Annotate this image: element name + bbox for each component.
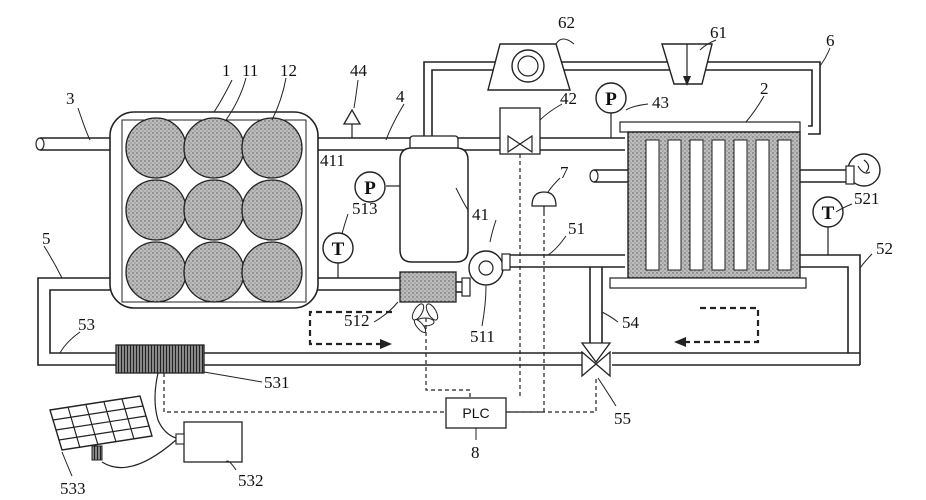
label-3: 3 [66, 89, 75, 108]
solar-panel-533 [50, 396, 176, 468]
plc-label: PLC [462, 405, 489, 421]
pressure-gauge-411: P [355, 172, 385, 202]
pipe-3 [36, 138, 110, 150]
label-52: 52 [876, 239, 893, 258]
pipe-52 [800, 255, 860, 365]
pipe-53 [204, 353, 860, 365]
heat-exchanger-2 [610, 122, 806, 288]
label-512: 512 [344, 311, 370, 330]
plc-controller-8: PLC [446, 398, 506, 428]
cell [184, 180, 244, 240]
cell [126, 180, 186, 240]
flow-arrow-right [674, 308, 758, 347]
label-53: 53 [78, 315, 95, 334]
cell [184, 118, 244, 178]
blower-62 [488, 44, 570, 90]
valve-box-42 [500, 108, 540, 154]
cell [242, 242, 302, 302]
label-4: 4 [396, 87, 405, 106]
fin-array [646, 140, 791, 270]
pipe-5 [38, 278, 116, 365]
three-way-valve-55 [582, 343, 610, 376]
label-513: 513 [352, 199, 378, 218]
pressure-symbol: P [364, 178, 376, 199]
side-fan-icon [846, 154, 880, 186]
label-531: 531 [264, 373, 290, 392]
label-411: 411 [320, 151, 345, 170]
sensor-7 [532, 192, 556, 212]
label-2: 2 [760, 79, 769, 98]
pipe-51 [505, 255, 625, 267]
label-51: 51 [568, 219, 585, 238]
radiator-531 [116, 345, 204, 373]
label-55: 55 [614, 409, 631, 428]
label-12: 12 [280, 61, 297, 80]
pressure-symbol: P [605, 89, 617, 110]
label-7: 7 [560, 163, 569, 182]
fan-icon [410, 302, 440, 334]
label-44: 44 [350, 61, 368, 80]
label-43: 43 [652, 93, 669, 112]
separator-tank-41 [386, 136, 468, 262]
controller-532 [176, 422, 242, 462]
label-1: 1 [222, 61, 231, 80]
label-511: 511 [470, 327, 495, 346]
filter-61 [662, 44, 712, 86]
temperature-symbol: T [822, 203, 835, 224]
tank-1 [110, 112, 318, 308]
pipe-4 [318, 138, 625, 150]
temperature-sensor-521: T [813, 197, 843, 255]
label-533: 533 [60, 479, 86, 498]
label-532: 532 [238, 471, 264, 490]
label-61: 61 [710, 23, 727, 42]
relief-vent-44 [344, 110, 360, 138]
cell-array [126, 118, 302, 302]
cooler-512 [400, 272, 456, 302]
cell [184, 242, 244, 302]
cell [242, 180, 302, 240]
label-11: 11 [242, 61, 258, 80]
cell [242, 118, 302, 178]
label-42: 42 [560, 89, 577, 108]
cable [155, 373, 176, 438]
pipe-54 [590, 267, 602, 345]
label-62: 62 [558, 13, 575, 32]
cell [126, 118, 186, 178]
label-54: 54 [622, 313, 640, 332]
label-8: 8 [471, 443, 480, 462]
label-5: 5 [42, 229, 51, 248]
cell [126, 242, 186, 302]
label-41: 41 [472, 205, 489, 224]
temperature-sensor-513: T [323, 233, 353, 278]
temperature-symbol: T [332, 239, 345, 260]
label-6: 6 [826, 31, 835, 50]
label-521: 521 [854, 189, 880, 208]
